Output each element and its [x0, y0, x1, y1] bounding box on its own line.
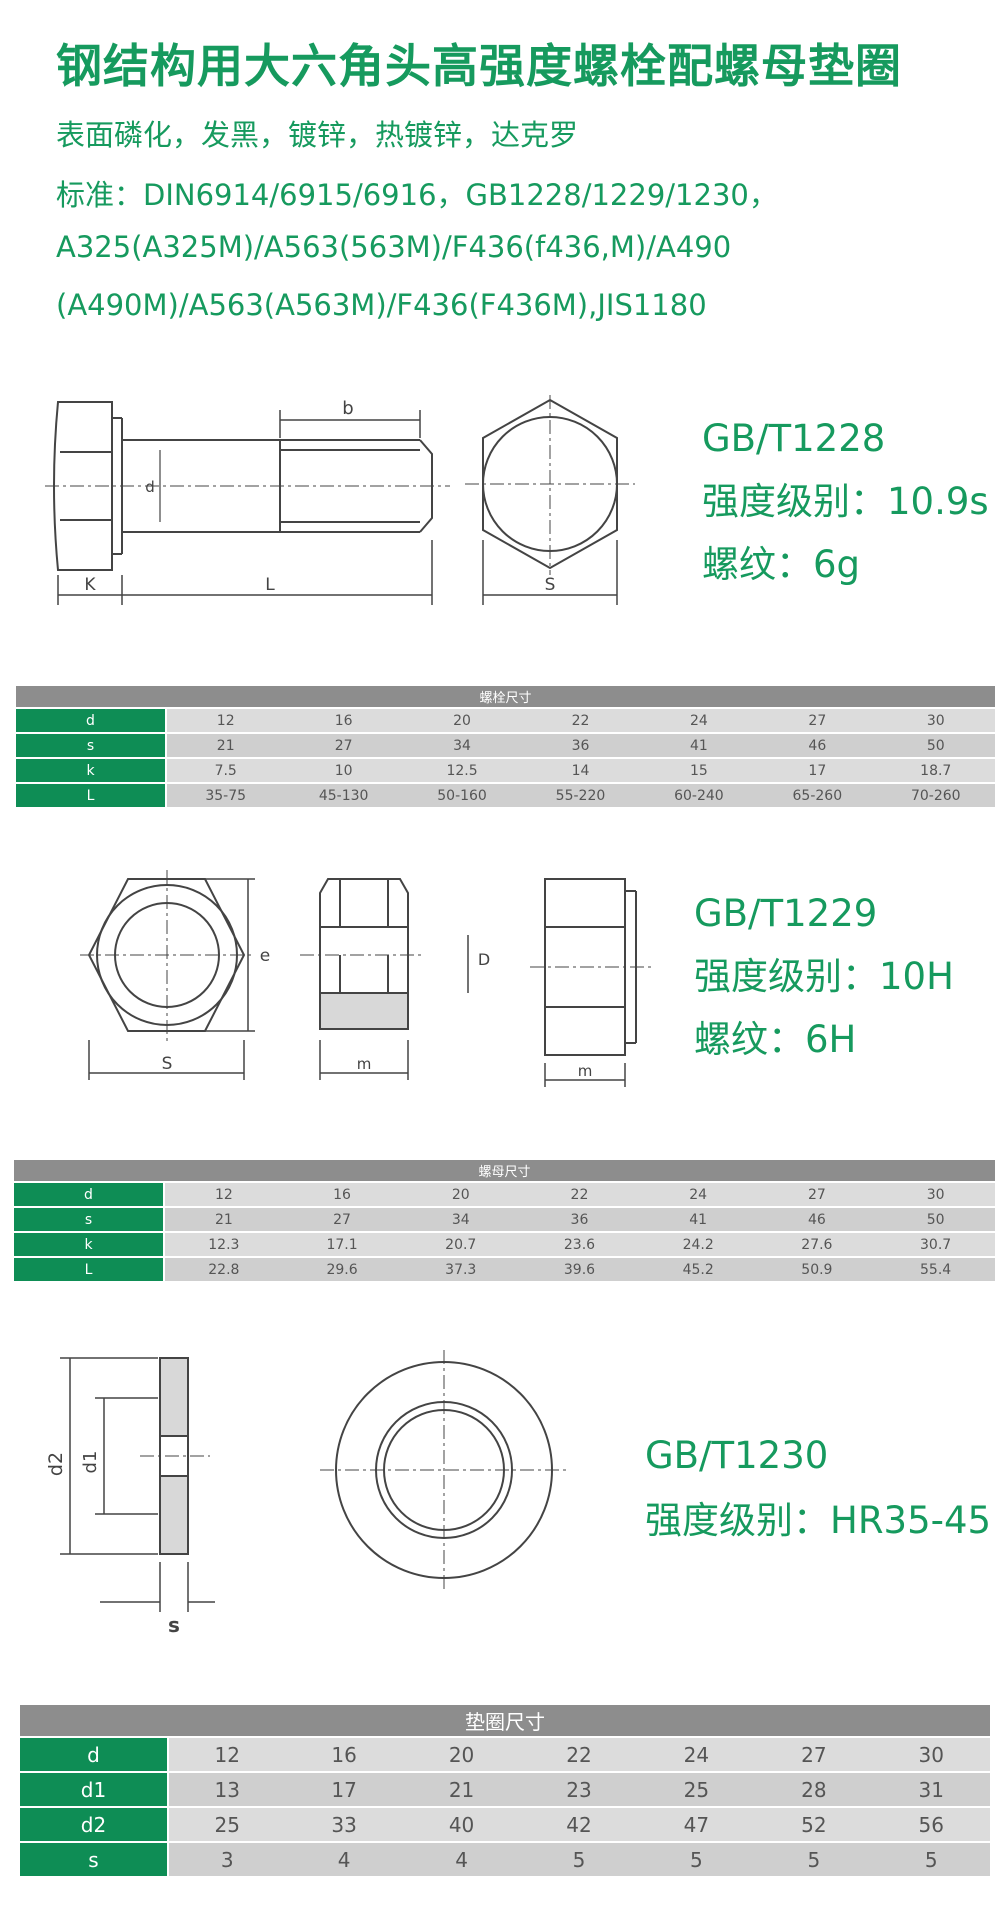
nut-table-title: 螺母尺寸 — [14, 1160, 995, 1183]
table-row: L 22.8 29.6 37.3 39.6 45.2 50.9 55.4 — [14, 1257, 995, 1283]
bolt-label-l: L — [265, 575, 275, 595]
bolt-label-k: K — [84, 575, 96, 595]
bolt-standard: GB/T1228 — [702, 417, 886, 460]
table-row: k 7.5 10 12.5 14 15 17 18.7 — [16, 758, 995, 784]
table-row: k 12.3 17.1 20.7 23.6 24.2 27.6 30.7 — [14, 1232, 995, 1258]
nut-thread: 螺纹：6H — [694, 1018, 857, 1061]
table-row: d 12 16 20 22 24 27 30 — [20, 1737, 990, 1773]
page-title: 钢结构用大六角头高强度螺栓配螺母垫圈 — [56, 39, 902, 93]
table-row: d 12 16 20 22 24 27 30 — [16, 708, 995, 734]
table-row: L 35-75 45-130 50-160 55-220 60-240 65-2… — [16, 783, 995, 809]
table-row: d1 13 17 21 23 25 28 31 — [20, 1772, 990, 1808]
washer-label-s: s — [168, 1613, 180, 1637]
washer-dimension-table: 垫圈尺寸 d 12 16 20 22 24 27 30 d1 13 17 21 … — [20, 1705, 990, 1878]
nut-standard: GB/T1229 — [694, 892, 878, 935]
washer-section-bottom — [159, 1475, 189, 1555]
bolt-label-s: S — [545, 575, 556, 595]
nut-label-d: D — [478, 950, 490, 969]
standards-line-3: (A490M)/A563(A563M)/F436(F436M),JIS1180 — [56, 288, 707, 322]
standards-line-1: 标准：DIN6914/6915/6916，GB1228/1229/1230， — [56, 178, 778, 212]
table-row: d 12 16 20 22 24 27 30 — [14, 1182, 995, 1208]
nut-grade: 强度级别：10H — [694, 955, 954, 998]
nut-dimension-table: 螺母尺寸 d 12 16 20 22 24 27 30 s 21 27 34 3… — [14, 1160, 995, 1283]
washer-label-d2: d2 — [45, 1452, 67, 1476]
bolt-thread: 螺纹：6g — [702, 543, 861, 586]
table-row: s 3 4 4 5 5 5 5 — [20, 1842, 990, 1878]
nut-drawing: e S D m m — [80, 870, 655, 1087]
nut-label-s: S — [162, 1054, 173, 1074]
bolt-drawing: b d K L S — [45, 395, 635, 605]
nut-third-view — [544, 878, 626, 1056]
washer-standard: GB/T1230 — [645, 1434, 829, 1477]
nut-label-e: e — [260, 946, 270, 966]
bolt-head-hexagon — [482, 398, 618, 570]
nut-label-m2: m — [578, 1062, 593, 1080]
washer-section-top — [159, 1357, 189, 1437]
bolt-label-d: d — [145, 478, 155, 496]
table-row: s 21 27 34 36 41 46 50 — [16, 733, 995, 759]
washer-table-title: 垫圈尺寸 — [20, 1705, 990, 1738]
table-row: s 21 27 34 36 41 46 50 — [14, 1207, 995, 1233]
washer-drawing: d2 d1 s — [45, 1350, 568, 1637]
bolt-dimension-table: 螺栓尺寸 d 12 16 20 22 24 27 30 s 21 27 34 3… — [16, 686, 995, 809]
bolt-label-b: b — [342, 398, 353, 419]
bolt-table-title: 螺栓尺寸 — [16, 686, 995, 709]
bolt-grade: 强度级别：10.9s — [702, 480, 989, 523]
nut-label-m1: m — [357, 1055, 372, 1073]
washer-grade: 强度级别：HR35-45 — [645, 1499, 992, 1542]
standards-line-2: A325(A325M)/A563(563M)/F436(f436,M)/A490 — [56, 230, 732, 264]
table-row: d2 25 33 40 42 47 52 56 — [20, 1807, 990, 1843]
surface-finishes: 表面磷化，发黑，镀锌，热镀锌，达克罗 — [56, 118, 579, 152]
washer-label-d1: d1 — [80, 1451, 101, 1474]
bolt-head-side — [53, 401, 113, 571]
